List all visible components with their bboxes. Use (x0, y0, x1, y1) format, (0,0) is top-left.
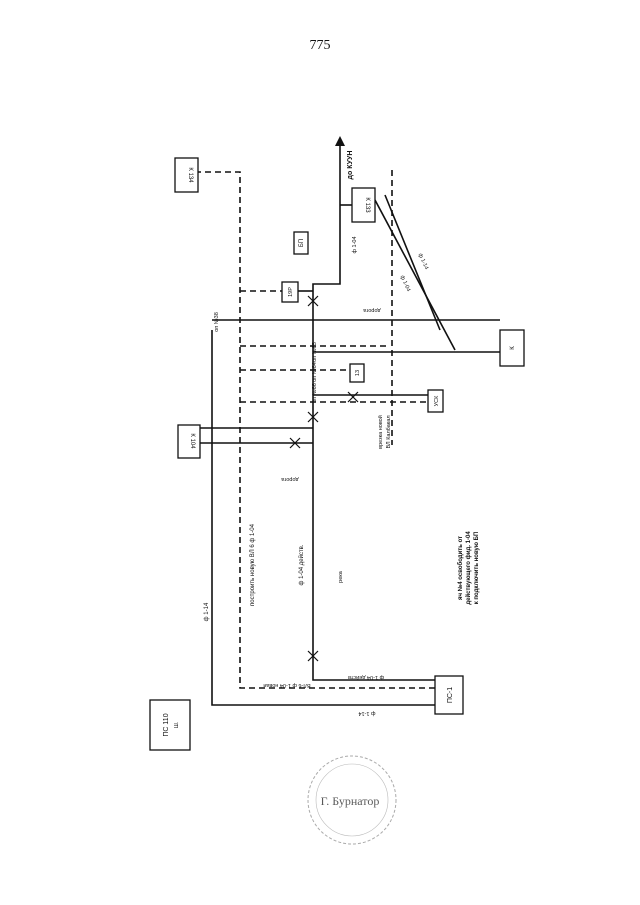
page-number: 775 (309, 38, 331, 53)
label-f114-bottom: ф 1-14 (358, 710, 375, 716)
station-ps110-box (149, 699, 191, 751)
label-f104-diag: ф 1-04 (399, 275, 412, 293)
label-f114-diag: ф 1-14 (417, 253, 430, 271)
box-13 (349, 363, 365, 383)
label-f114-left: ф 1-14 (204, 602, 210, 621)
box-usk (427, 389, 444, 413)
label-doroga-mid: дорога (280, 476, 298, 482)
label-op38: оп №38 (214, 312, 220, 332)
station-ps1-label: ПС-1 (447, 687, 454, 703)
switch-icon (307, 411, 319, 423)
station-k-right-label: К (510, 346, 516, 350)
box-19r-label: 19Р (288, 287, 294, 297)
arrow-head-icon (335, 136, 345, 146)
label-doroga-top: дорога (362, 307, 380, 313)
label-op65: оп №65 (312, 342, 318, 362)
note-line-3: к подключить новую БП (474, 532, 480, 605)
station-ps110-sublabel: Ш. (174, 721, 180, 728)
switch-icon (307, 650, 319, 662)
label-vrezka-2: ВЛ Калбакал (386, 415, 392, 448)
box-19r (281, 281, 299, 303)
label-op66: оп №66 (312, 383, 318, 403)
station-k133-box (351, 187, 376, 223)
station-k134-box (174, 157, 199, 193)
new-vl6-route (198, 171, 435, 689)
feeder-1-14-line (211, 440, 435, 706)
label-f104-deistv-2: ф 1-04 действ (348, 674, 384, 681)
station-k-right-box (499, 329, 525, 367)
label-postroit: построить новую ВЛ 6 ф 1-04 (250, 523, 256, 606)
label-op64: оп №64 (312, 362, 318, 382)
stamp (307, 755, 397, 845)
label-f104-deistv: ф 1-04 действ. (298, 544, 305, 585)
stamp-text: Г. Бурнатор (321, 794, 380, 808)
note-line-2: действующего фид. 1-04 (465, 531, 472, 605)
label-vrezka: врезка новой (377, 415, 384, 449)
label-do-kuun: до КУУН (347, 151, 354, 180)
bp-label: БП (299, 239, 305, 247)
station-k134-label: К 134 (187, 167, 193, 183)
station-ps110-label: ПС 110 (163, 713, 170, 736)
station-k104-label: К 104 (189, 433, 195, 449)
switch-icon (347, 391, 359, 403)
note-line-1: яч №4 освободить от (457, 536, 464, 600)
label-river: река (338, 570, 344, 583)
box-usk-label: УСК (434, 395, 440, 406)
station-ps1-box (434, 675, 464, 715)
label-f104-top: ф 1-04 (352, 236, 358, 253)
switch-icon (289, 437, 301, 449)
diagonal-f1-14 (374, 199, 456, 351)
label-vl6-new: ВЛ-6 ф 1-04 новая (263, 682, 310, 688)
switch-icon (307, 295, 319, 307)
box-13-label: 13 (355, 370, 361, 376)
station-k133-label: К 133 (364, 197, 370, 213)
diagonal-f1-04 (384, 194, 441, 331)
station-k104-box (177, 424, 201, 459)
bp-box (293, 231, 309, 255)
feeder-1-04-existing-line (312, 175, 435, 681)
